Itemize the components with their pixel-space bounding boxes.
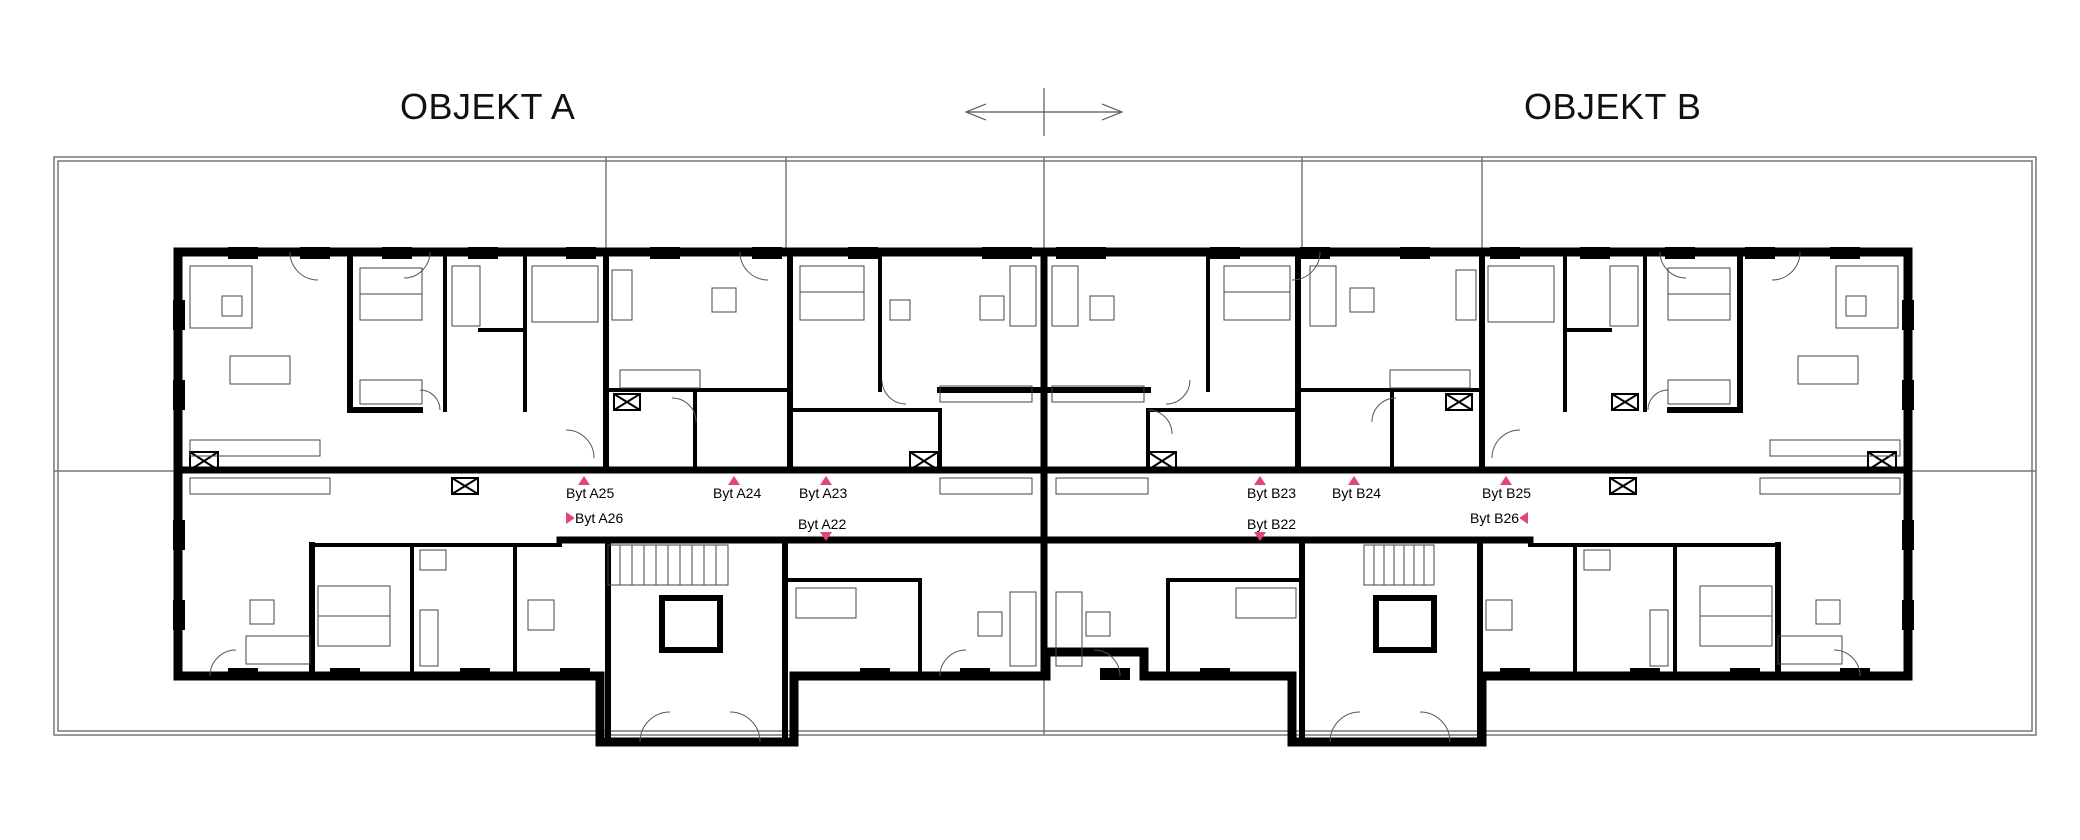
facade-piers [173,247,1914,680]
lift-cores [659,595,1437,653]
unit-label-b24: Byt B24 [1331,485,1383,501]
objekt-a-title: OBJEKT A [400,86,576,127]
service-shafts [189,393,1897,495]
objekt-b-title: OBJEKT B [1524,86,1702,127]
double-arrow-icon [964,88,1124,136]
unit-label-a26: Byt A26 [574,510,625,526]
unit-label-a22: Byt A22 [797,516,848,532]
entrance-triangle-icon [566,476,1528,541]
furniture [189,265,1901,667]
unit-label-a24: Byt A24 [712,485,763,501]
unit-label-b26: Byt B26 [1469,510,1521,526]
unit-label-b22: Byt B22 [1246,516,1298,532]
unit-label-b23: Byt B23 [1246,485,1298,501]
unit-label-b25: Byt B25 [1481,485,1533,501]
unit-label-a23: Byt A23 [798,485,849,501]
site-outline [53,156,2037,736]
unit-label-a25: Byt A25 [565,485,616,501]
door-swings [209,251,1861,743]
